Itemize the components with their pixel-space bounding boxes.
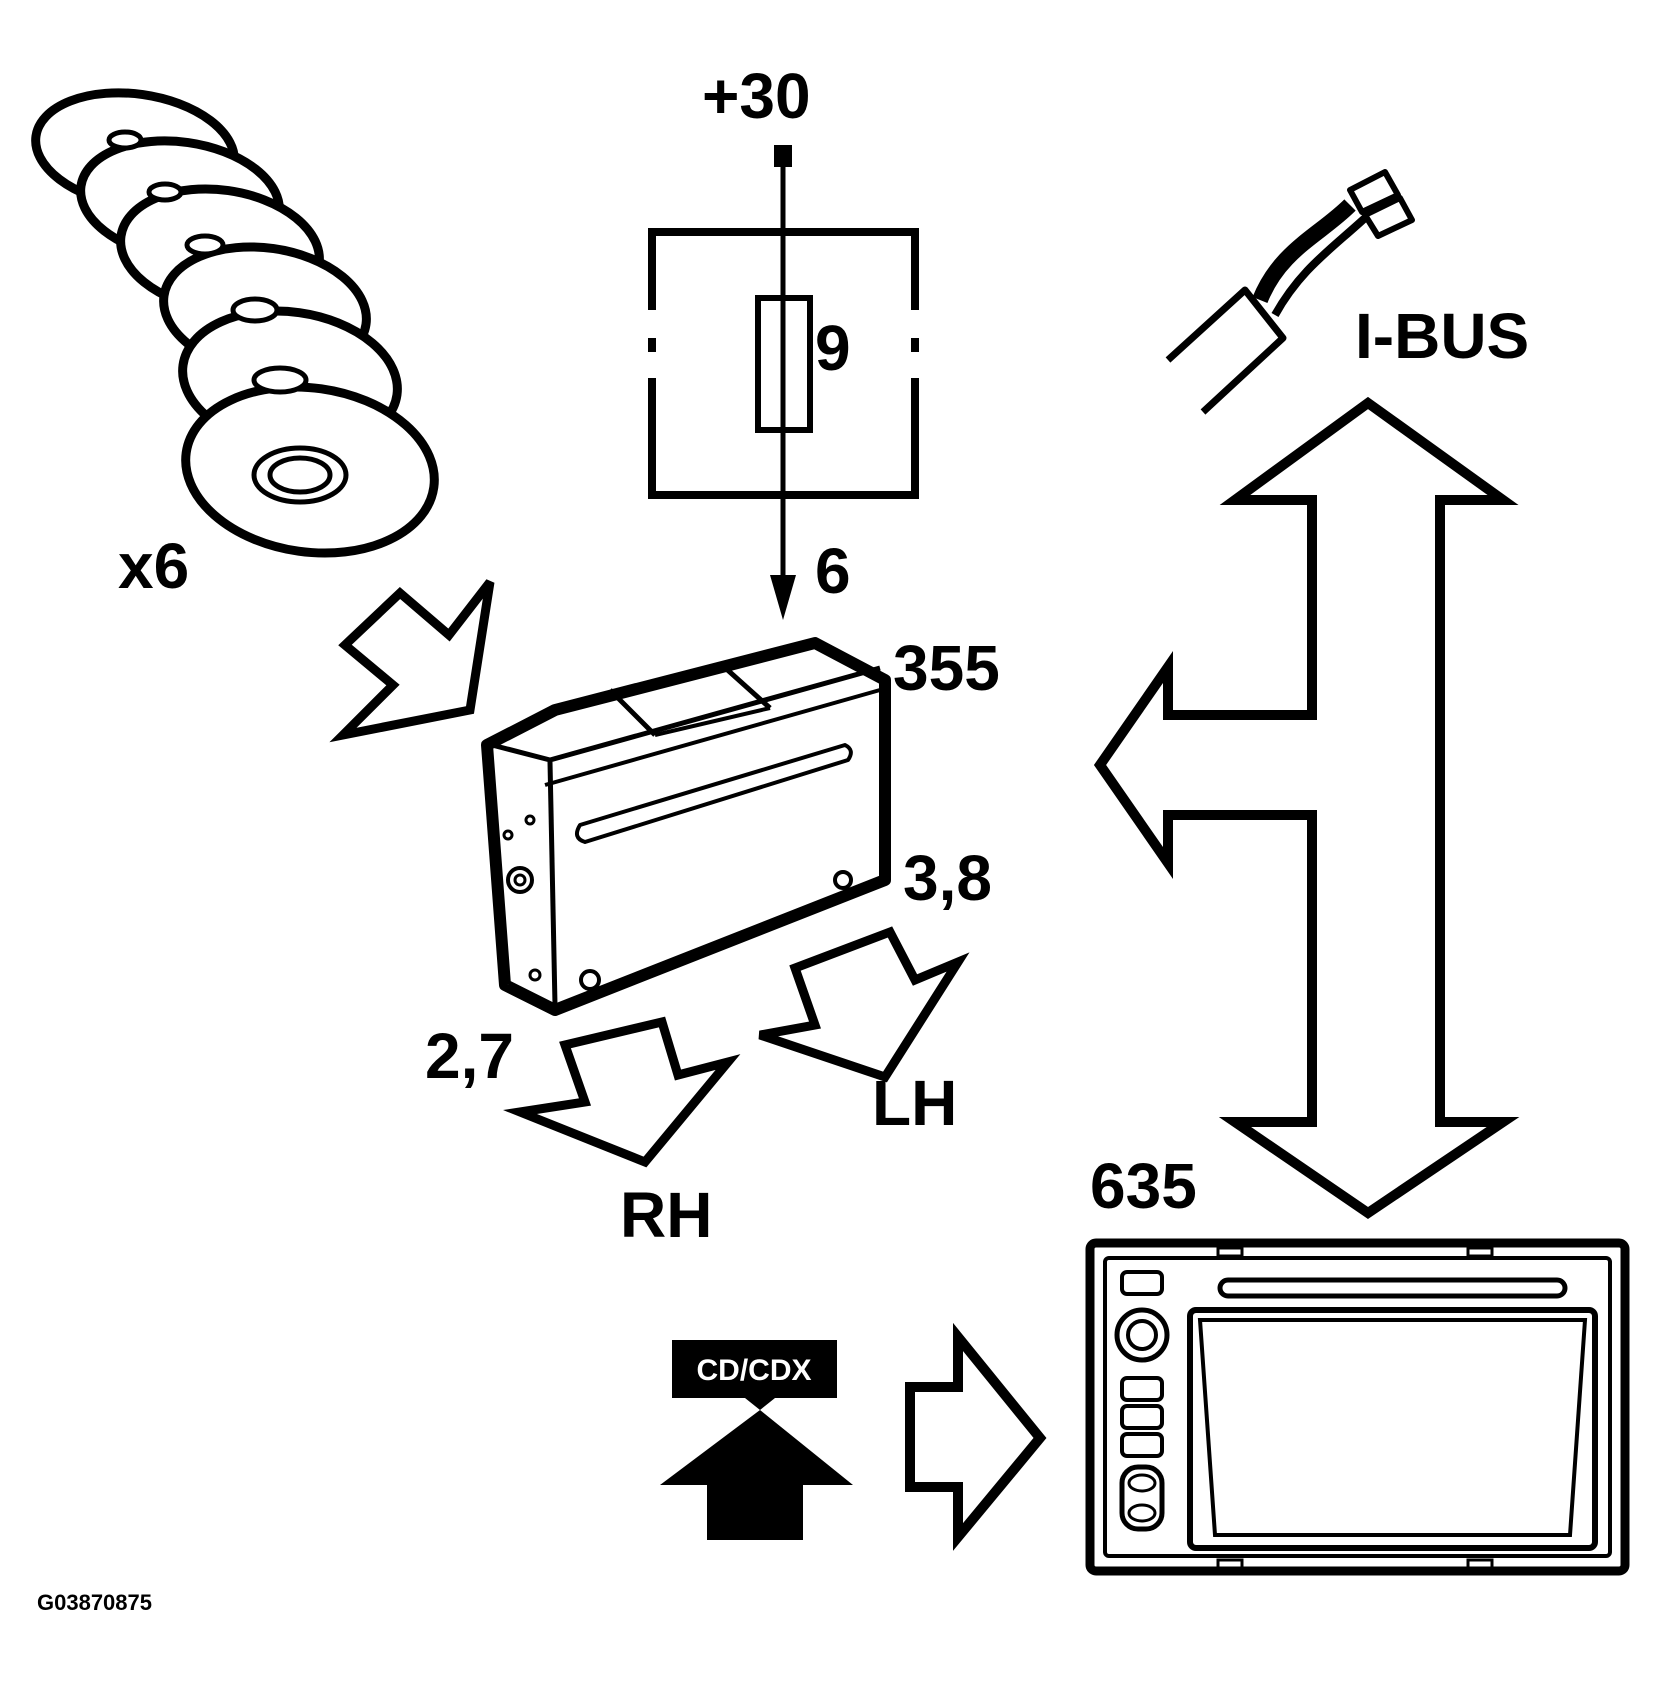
connector-icon [1165,169,1415,415]
cd-cdx-button-label: CD/CDX [696,1354,811,1387]
right-channel-label: RH [620,1179,712,1251]
rh-output-arrow [503,1016,741,1168]
supply-wire-arrowhead [770,575,796,620]
lh-output-arrow [758,926,970,1083]
bus-double-arrow [1093,396,1520,1220]
fuse-number-label: 9 [815,312,851,384]
press-arrow [660,1410,853,1540]
head-unit-label: 635 [1090,1150,1197,1222]
figure-id: G03870875 [37,1590,152,1615]
head-unit-icon [1085,1238,1630,1576]
to-head-unit-arrow [905,1322,1047,1551]
fuse-output-label: 6 [815,535,851,607]
right-pins-label: 2,7 [425,1020,514,1092]
left-channel-label: LH [872,1067,957,1139]
supply-terminal [774,145,792,167]
left-pins-label: 3,8 [903,842,992,914]
disc-stack-icon [31,88,439,558]
disc-count-label: x6 [118,530,189,602]
cd-cdx-button[interactable]: CD/CDX [672,1340,837,1410]
supply-label: +30 [702,60,811,132]
disc-input-arrow [329,579,495,743]
cd-changer-label: 355 [893,632,1000,704]
bus-label: I-BUS [1355,300,1529,372]
cd-changer-icon [481,637,891,1016]
